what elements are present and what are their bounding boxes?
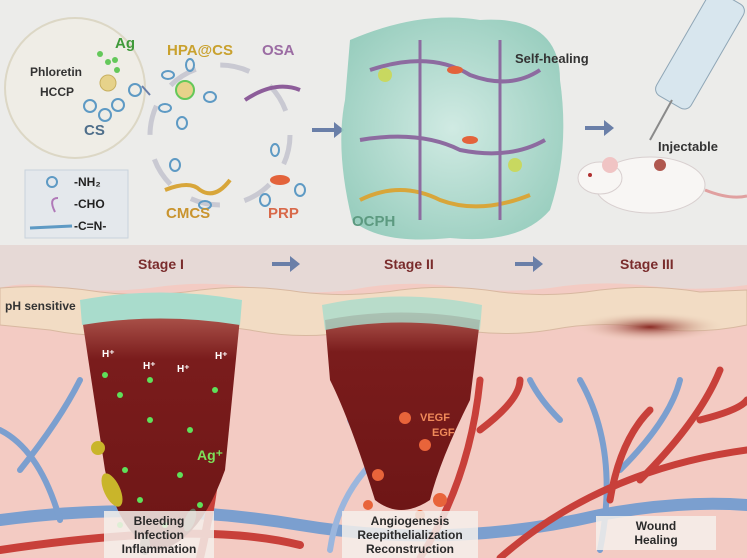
effect-angiogenesis: Angiogenesis <box>370 514 450 528</box>
imine-bond-icon <box>29 224 73 230</box>
hydrogel-cap-stage1 <box>80 292 242 325</box>
osa-chain <box>243 84 301 102</box>
cmcs-label: CMCS <box>166 205 211 222</box>
stage-1-label: Stage I <box>138 256 184 272</box>
effect-healing: Healing <box>634 533 678 547</box>
wound-stage2 <box>325 312 480 510</box>
osa-label: OSA <box>262 42 295 59</box>
ag-label: Ag <box>115 35 135 52</box>
self-healing-label: Self-healing <box>515 51 589 66</box>
silver-nanoparticle-icon <box>99 74 117 92</box>
hpa-cs-structure <box>158 58 217 130</box>
prp-label: PRP <box>268 205 299 222</box>
cmcs-chain <box>164 178 232 196</box>
cs-chains <box>83 83 142 122</box>
process-arrows <box>141 85 614 272</box>
effect-bleeding: Bleeding <box>133 514 185 528</box>
stage-3-label: Stage III <box>620 256 674 272</box>
legend-imine-label: -C=N- <box>74 219 107 233</box>
effect-reconstruction: Reconstruction <box>365 542 454 556</box>
amine-loop-icon <box>46 176 58 188</box>
prp-icon <box>270 175 290 185</box>
egf-label: EGF <box>432 427 455 439</box>
hpa-cs-label: HPA@CS <box>167 42 234 59</box>
aldehyde-hook-icon <box>51 197 59 213</box>
ag-dots <box>97 51 120 73</box>
injectable-label: Injectable <box>658 139 718 154</box>
effect-wound: Wound <box>635 519 677 533</box>
ag-plus-label: Ag⁺ <box>197 447 224 463</box>
surface-band <box>0 245 747 293</box>
legend-cho-label: -CHO <box>74 197 105 211</box>
mouse-icon <box>577 156 747 214</box>
vegf-label: VEGF <box>420 412 450 424</box>
cs-label: CS <box>84 122 105 139</box>
components-ring <box>147 62 293 208</box>
h-plus-label: H⁺ <box>102 349 115 360</box>
effect-reepithelialization: Reepithelialization <box>357 528 463 542</box>
ocph-nodes <box>378 66 522 172</box>
h-plus-label: H⁺ <box>143 361 156 372</box>
hccp-label: HCCP <box>40 85 75 99</box>
stage-1-effects-box: Bleeding Infection Inflammation <box>104 511 214 558</box>
phloretin-label: Phloretin <box>30 65 83 79</box>
scar-stage3 <box>575 312 725 342</box>
ocph-network <box>359 40 546 220</box>
ph-sensitive-label: pH sensitive <box>5 299 76 313</box>
effect-inflammation: Inflammation <box>121 542 197 556</box>
hydrogel-cap-stage2 <box>322 296 482 330</box>
h-plus-label: H⁺ <box>177 364 190 375</box>
wound-stage1 <box>82 311 240 550</box>
stage-2-effects-box: Angiogenesis Reepithelialization Reconst… <box>342 511 478 558</box>
legend-nh2-label: -NH₂ <box>74 175 101 189</box>
h-plus-label: H⁺ <box>215 351 228 362</box>
ocph-label: OCPH <box>352 213 396 230</box>
stage-3-effects-box: Wound Healing <box>596 516 716 550</box>
effect-infection: Infection <box>134 528 184 542</box>
syringe-icon <box>649 0 745 141</box>
stage-2-label: Stage II <box>384 256 434 272</box>
ocph-hydrogel <box>341 17 564 240</box>
